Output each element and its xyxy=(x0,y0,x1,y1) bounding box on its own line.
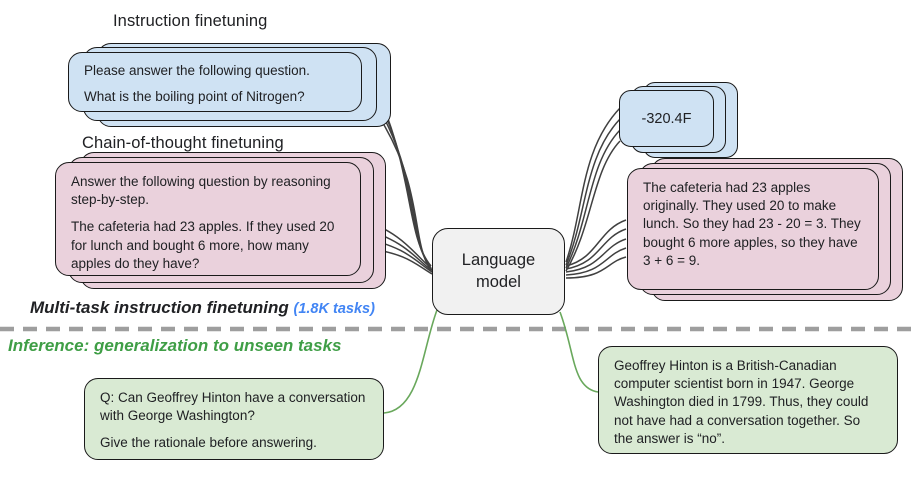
model-to-answer-connectors xyxy=(565,107,621,272)
language-model-box: Language model xyxy=(432,228,565,315)
instruction-answer-card: -320.4F xyxy=(619,90,714,147)
inference-prompt-card: Q: Can Geoffrey Hinton have a conversati… xyxy=(84,378,384,460)
language-model-label: Language model xyxy=(461,251,536,291)
cot-prompt-card: Answer the following question by reasoni… xyxy=(55,162,361,276)
multitask-label-text: Multi-task instruction finetuning xyxy=(30,298,289,317)
cot-prompt-text: Answer the following question by reasoni… xyxy=(56,163,360,283)
task-count-badge: (1.8K tasks) xyxy=(293,301,375,317)
prompt-line: Q: Can Geoffrey Hinton have a conversati… xyxy=(100,390,366,424)
prompt-line: Answer the following question by reasoni… xyxy=(71,174,331,208)
instruction-prompt-card: Please answer the following question. Wh… xyxy=(68,52,362,112)
inference-answer-card: Geoffrey Hinton is a British-Canadian co… xyxy=(598,346,898,454)
prompt-line: The cafeteria had 23 apples. If they use… xyxy=(71,219,335,271)
inference-phase-label: Inference: generalization to unseen task… xyxy=(8,336,342,355)
prompt-line: Give the rationale before answering. xyxy=(100,435,317,451)
prompt-line: What is the boiling point of Nitrogen? xyxy=(84,89,305,105)
instruction-prompt-text: Please answer the following question. Wh… xyxy=(69,53,361,115)
prompt-line: Please answer the following question. xyxy=(84,63,310,78)
answer-line: The cafeteria had 23 apples originally. … xyxy=(643,180,861,268)
answer-line: Geoffrey Hinton is a British-Canadian co… xyxy=(614,358,869,446)
instruction-answer-text: -320.4F xyxy=(641,110,692,127)
cot-finetuning-title: Chain-of-thought finetuning xyxy=(82,134,284,152)
instruction-finetuning-title: Instruction finetuning xyxy=(113,12,268,30)
multitask-phase-label: Multi-task instruction finetuning (1.8K … xyxy=(30,298,375,318)
inference-answer-text: Geoffrey Hinton is a British-Canadian co… xyxy=(599,347,897,458)
cot-answer-text: The cafeteria had 23 apples originally. … xyxy=(628,169,878,280)
inference-connectors xyxy=(383,309,599,414)
inference-prompt-text: Q: Can Geoffrey Hinton have a conversati… xyxy=(85,379,383,463)
cot-answer-card: The cafeteria had 23 apples originally. … xyxy=(627,168,879,290)
model-to-cot-answer-connectors xyxy=(565,219,627,279)
